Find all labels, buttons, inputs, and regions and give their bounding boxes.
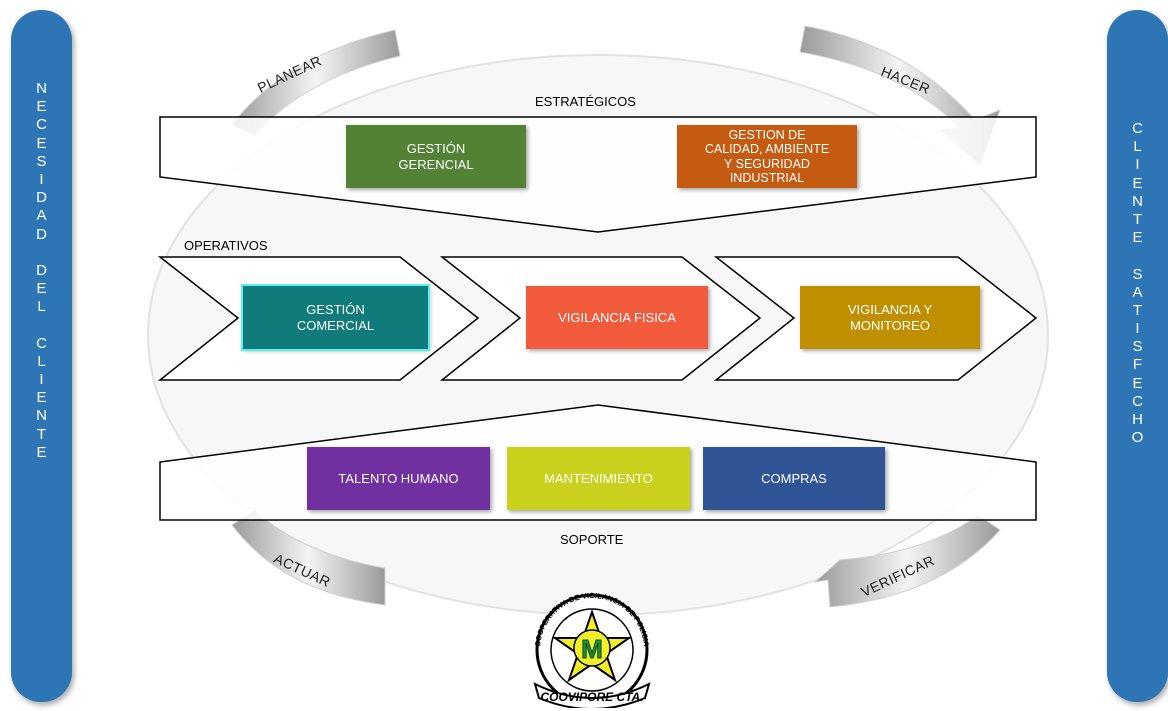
bar-letter: T xyxy=(1132,210,1143,228)
bar-letter: D xyxy=(36,225,47,243)
bar-letter: F xyxy=(1132,356,1143,374)
arc-planear xyxy=(231,29,401,136)
box-gestion-gerencial: GESTIÓN GERENCIAL xyxy=(346,125,526,188)
bar-letter: N xyxy=(1132,192,1143,210)
logo-bottom-text: COOVIPORE CTA. xyxy=(540,690,643,704)
bar-letter: S xyxy=(1132,338,1143,356)
bar-letter: N xyxy=(36,80,47,97)
bar-letter: E xyxy=(1132,374,1143,392)
bar-letter: C xyxy=(1132,120,1143,137)
bar-letter: S xyxy=(36,152,47,170)
bar-letter: T xyxy=(1132,301,1143,319)
bar-letter: L xyxy=(37,352,46,370)
arc-verificar xyxy=(813,514,1001,608)
bar-letter: E xyxy=(36,134,47,152)
box-gestion-comercial: GESTIÓN COMERCIAL xyxy=(241,284,430,351)
bar-letter: L xyxy=(37,298,46,316)
bar-letter: E xyxy=(36,280,47,298)
bar-letter: D xyxy=(36,189,47,207)
bar-letter: L xyxy=(1133,138,1142,156)
bar-letter: D xyxy=(36,261,47,279)
bar-letter: C xyxy=(36,116,47,134)
logo-letter: M xyxy=(581,634,603,664)
bar-letter: H xyxy=(1132,411,1143,428)
bar-letter: I xyxy=(1135,320,1140,338)
bar-letter: E xyxy=(36,443,47,461)
bar-letter: C xyxy=(1132,392,1143,410)
bar-letter: N xyxy=(36,407,47,425)
box-talento-humano: TALENTO HUMANO xyxy=(307,447,490,510)
bar-letter: I xyxy=(39,371,44,388)
coovipore-logo: COOPERATIVA DE VIGILANCIA DE POLICIA RET… xyxy=(507,580,651,708)
bar-letter: A xyxy=(1132,283,1143,301)
bar-letter: E xyxy=(36,98,47,116)
bar-letter: I xyxy=(1135,156,1140,174)
box-mantenimiento: MANTENIMIENTO xyxy=(507,447,690,510)
bar-letter: E xyxy=(1132,229,1143,247)
bar-letter: E xyxy=(36,389,47,407)
bar-letter: C xyxy=(36,334,47,352)
bar-letter: E xyxy=(1132,174,1143,192)
box-compras: COMPRAS xyxy=(703,447,885,510)
box-vigilancia-fisica: VIGILANCIA FISICA xyxy=(526,286,708,349)
section-label-estrategicos: ESTRATÉGICOS xyxy=(535,94,636,109)
bar-letter: T xyxy=(36,425,47,443)
box-gestion-calidad: GESTION DE CALIDAD, AMBIENTE Y SEGURIDAD… xyxy=(677,125,857,188)
bar-letter: O xyxy=(1131,429,1144,447)
arc-actuar xyxy=(231,509,386,606)
section-label-operativos: OPERATIVOS xyxy=(184,238,268,253)
section-label-soporte: SOPORTE xyxy=(560,532,624,547)
box-vigilancia-monitoreo: VIGILANCIA Y MONITOREO xyxy=(800,286,980,349)
bar-letter: A xyxy=(36,207,47,225)
bar-letter: I xyxy=(39,170,44,188)
bar-letter: S xyxy=(1132,265,1143,283)
